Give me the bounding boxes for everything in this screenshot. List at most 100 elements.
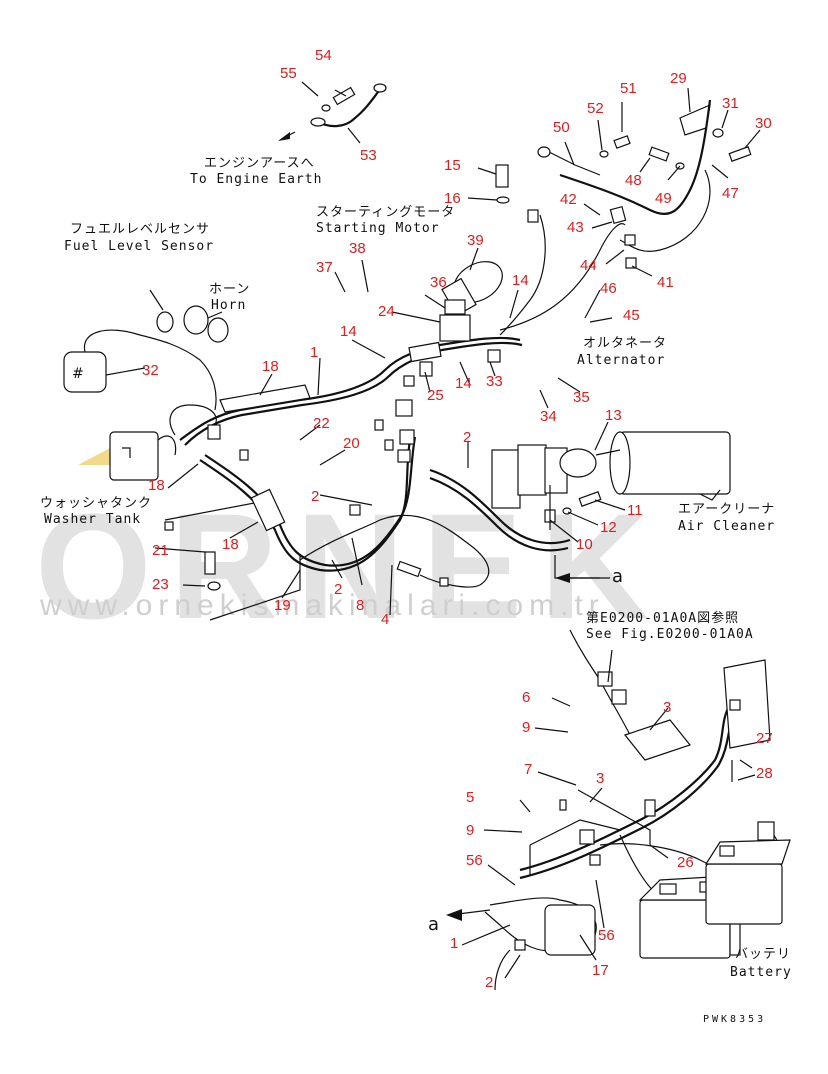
part-labels: エンジンアースへ To Engine Earth スターティングモータ Star… bbox=[40, 156, 792, 1025]
callout: 41 bbox=[657, 274, 674, 291]
callout: 26 bbox=[677, 854, 694, 871]
callout: 4 bbox=[381, 611, 389, 628]
callout: 42 bbox=[560, 191, 577, 208]
callout: 50 bbox=[553, 119, 570, 136]
callout: 17 bbox=[592, 962, 609, 979]
callout: 30 bbox=[755, 115, 772, 132]
callout: 46 bbox=[600, 280, 617, 297]
arrow-a-bottom: a bbox=[428, 909, 491, 935]
arrow-a-top: a bbox=[554, 555, 623, 587]
main-harness bbox=[164, 299, 523, 521]
callout: 47 bbox=[722, 185, 739, 202]
label-fuel-level-jp: フュエルレベルセンサ bbox=[70, 222, 210, 237]
label-alternator-en: Alternator bbox=[577, 353, 665, 368]
callout: 28 bbox=[756, 765, 773, 782]
callout: 33 bbox=[486, 373, 503, 390]
callout: 5 bbox=[466, 789, 474, 806]
callout: 2 bbox=[311, 488, 319, 505]
callout: 45 bbox=[623, 307, 640, 324]
callout: 24 bbox=[378, 303, 395, 320]
callout: 55 bbox=[280, 65, 297, 82]
label-washer-en: Washer Tank bbox=[44, 512, 141, 527]
arrow-a-top-label: a bbox=[612, 566, 623, 587]
callout: 20 bbox=[343, 435, 360, 452]
ground-cable-assembly bbox=[537, 99, 752, 269]
callout: 34 bbox=[540, 408, 557, 425]
washer-tank bbox=[109, 431, 177, 481]
callout: 18 bbox=[222, 536, 239, 553]
callout: 11 bbox=[627, 502, 643, 519]
callout: 51 bbox=[620, 80, 637, 97]
callout: 49 bbox=[655, 190, 672, 207]
battery-2 bbox=[704, 821, 791, 925]
callout: 37 bbox=[316, 259, 333, 276]
callout: 56 bbox=[466, 852, 483, 869]
watermark-url: www.ornekismakinalari.com.tr bbox=[39, 589, 605, 622]
callout: 14 bbox=[340, 323, 357, 340]
callout: 2 bbox=[463, 429, 471, 446]
callout: 35 bbox=[573, 389, 590, 406]
callout: 10 bbox=[576, 536, 593, 553]
callout: 27 bbox=[756, 730, 773, 747]
callout: 32 bbox=[142, 362, 159, 379]
callout: 1 bbox=[310, 344, 318, 361]
callout: 14 bbox=[455, 375, 472, 392]
callout: 8 bbox=[356, 597, 364, 614]
svg-text:#: # bbox=[72, 366, 84, 382]
label-battery-jp: バッテリ bbox=[735, 947, 791, 962]
callout: 9 bbox=[522, 719, 530, 736]
drawing-code: PWK8353 bbox=[703, 1014, 766, 1025]
label-air-cleaner-jp: エアークリーナ bbox=[678, 502, 775, 517]
callout: 6 bbox=[522, 689, 530, 706]
label-engine-earth-jp: エンジンアースへ bbox=[204, 156, 315, 171]
horn bbox=[183, 305, 229, 343]
callout: 13 bbox=[605, 407, 622, 424]
callout: 38 bbox=[349, 240, 366, 257]
starting-motor bbox=[441, 164, 626, 363]
callout: 25 bbox=[427, 387, 444, 404]
callout: 12 bbox=[600, 519, 617, 536]
callout: 19 bbox=[274, 597, 291, 614]
arrow-a-bottom-label: a bbox=[428, 914, 439, 935]
callout: 23 bbox=[152, 576, 169, 593]
callout: 21 bbox=[152, 542, 169, 559]
label-starting-motor-en: Starting Motor bbox=[316, 221, 440, 236]
callout: 39 bbox=[467, 232, 484, 249]
lower-harness bbox=[164, 399, 490, 621]
callout: 14 bbox=[512, 272, 529, 289]
callout: 15 bbox=[444, 157, 461, 174]
callout: 18 bbox=[148, 477, 165, 494]
label-see-fig-jp: 第E0200-01A0A図参照 bbox=[586, 610, 739, 626]
callout: 2 bbox=[485, 974, 493, 991]
engine-earth-strap bbox=[278, 83, 387, 141]
battery-harness bbox=[484, 629, 782, 991]
callout: 3 bbox=[596, 770, 604, 787]
label-air-cleaner-en: Air Cleaner bbox=[678, 519, 775, 534]
callout: 53 bbox=[360, 147, 377, 164]
label-horn-en: Horn bbox=[211, 298, 246, 313]
callout: 56 bbox=[598, 927, 615, 944]
callout: 44 bbox=[580, 257, 597, 274]
label-see-fig-en: See Fig.E0200-01A0A bbox=[586, 627, 754, 642]
callout: 7 bbox=[524, 761, 532, 778]
callout: 29 bbox=[670, 70, 687, 87]
callout: 52 bbox=[587, 100, 604, 117]
air-cleaner bbox=[544, 431, 731, 530]
watermark: ORNEK www.ornekismakinalari.com.tr bbox=[35, 448, 649, 650]
callout: 3 bbox=[663, 699, 671, 716]
callout: 16 bbox=[444, 190, 461, 207]
fuel-level-sensor: # bbox=[63, 311, 217, 411]
callout: 36 bbox=[430, 274, 447, 291]
label-horn-jp: ホーン bbox=[209, 282, 250, 297]
callout: 48 bbox=[625, 172, 642, 189]
callout: 43 bbox=[567, 219, 584, 236]
label-washer-jp: ウォッシャタンク bbox=[40, 496, 152, 511]
label-starting-motor-jp: スターティングモータ bbox=[316, 205, 455, 220]
battery-box bbox=[723, 659, 771, 749]
callout-numbers: 54 55 53 29 31 30 51 52 50 48 49 47 15 1… bbox=[142, 47, 773, 991]
callout: 2 bbox=[334, 581, 342, 598]
label-battery-en: Battery bbox=[730, 965, 792, 980]
callout: 54 bbox=[315, 47, 332, 64]
callout: 22 bbox=[313, 415, 330, 432]
